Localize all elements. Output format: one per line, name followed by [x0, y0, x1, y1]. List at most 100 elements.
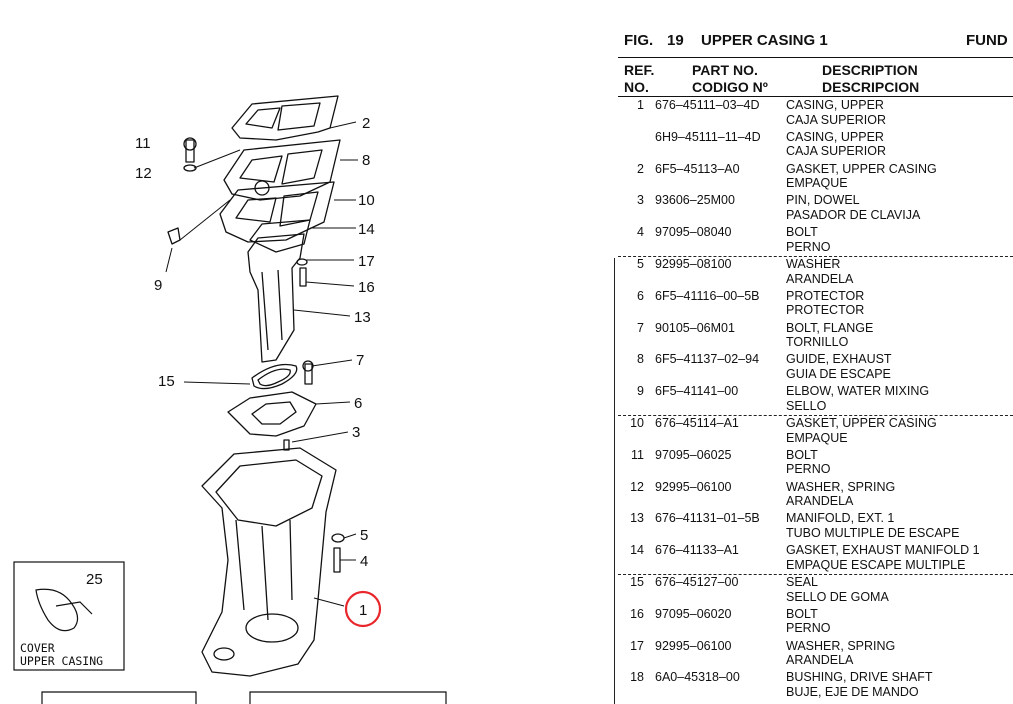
- ref-no: 3: [637, 193, 644, 208]
- callout-13: 13: [354, 309, 371, 326]
- description-en: BUSHING, DRIVE SHAFT: [786, 670, 933, 685]
- callout-15: 15: [158, 373, 175, 390]
- description-es: PERNO: [786, 239, 831, 254]
- ref-no: 4: [637, 225, 644, 240]
- description-es: GUIA DE ESCAPE: [786, 366, 891, 381]
- description-es: EMPAQUE: [786, 176, 848, 191]
- description-es: BUJE, EJE DE MANDO: [786, 684, 919, 699]
- description-en: SEAL: [786, 575, 818, 589]
- part-number: 676–41133–A1: [655, 543, 739, 558]
- figure-header: FIG. 19 UPPER CASING 1 FUND: [624, 32, 1013, 54]
- column-part-no: PART NO. CODIGO Nº: [692, 62, 768, 95]
- washer-12-part: [183, 164, 197, 172]
- inset-caption-line2: UPPER CASING: [20, 654, 103, 668]
- callout-8: 8: [362, 152, 370, 169]
- description-es: PERNO: [786, 462, 831, 477]
- description-es: PROTECTOR: [786, 303, 865, 318]
- part-number: 6F5–41137–02–94: [655, 352, 760, 367]
- ref-no: 5: [637, 257, 644, 271]
- description-en: WASHER, SPRING: [786, 638, 896, 653]
- group-separator: [618, 415, 1013, 416]
- callout-10: 10: [358, 192, 375, 209]
- description-es: PERNO: [786, 621, 831, 636]
- ref-no: 16: [630, 606, 644, 621]
- callout-1: 1: [359, 602, 367, 619]
- description-en: BOLT: [786, 447, 818, 462]
- part-number: 92995–06100: [655, 638, 732, 653]
- dowel-pin-3-part: [283, 439, 290, 451]
- ref-no: 10: [630, 416, 644, 430]
- part-number: 97095–08040: [655, 225, 732, 240]
- bottom-inset-box-right: [249, 691, 447, 704]
- washer-17-part: [296, 258, 308, 266]
- header-rule-top: [618, 57, 1013, 58]
- bolt-4-part: [333, 547, 341, 573]
- callout-17: 17: [358, 253, 375, 270]
- description-es: CAJA SUPERIOR: [786, 112, 887, 127]
- part-number: 676–41131–01–5B: [655, 511, 760, 526]
- ref-no: 17: [630, 638, 644, 653]
- ref-no: 6: [637, 288, 644, 303]
- part-number: 92995–06100: [655, 479, 732, 494]
- elbow-9-part: [167, 227, 181, 245]
- protector-part: [227, 391, 317, 437]
- ref-no: 11: [631, 447, 644, 462]
- inset-caption-line1: COVER: [20, 641, 55, 655]
- cover-upper-casing-inset: 25 COVER UPPER CASING: [13, 561, 125, 671]
- callout-7: 7: [356, 352, 364, 369]
- description-en: GASKET, UPPER CASING: [786, 161, 937, 176]
- description-en: GASKET, UPPER CASING: [786, 416, 937, 430]
- figure-number: 19: [667, 32, 684, 49]
- seal-part: [251, 363, 298, 390]
- group-separator: [618, 256, 1013, 257]
- description-es: ARANDELA: [786, 271, 854, 286]
- description-es: EMPAQUE: [786, 430, 848, 445]
- description-en: WASHER, SPRING: [786, 479, 896, 494]
- description-en: BOLT: [786, 606, 818, 621]
- part-number: 90105–06M01: [655, 320, 735, 335]
- bottom-inset-box-left: [41, 691, 197, 704]
- part-number: 97095–06025: [655, 447, 732, 462]
- bolt-16-part: [299, 267, 307, 287]
- column-ref: REF. NO.: [624, 62, 655, 95]
- bolt-7-part: [304, 363, 313, 385]
- description-en: GUIDE, EXHAUST: [786, 352, 892, 367]
- callout-6: 6: [354, 395, 362, 412]
- callout-5: 5: [360, 527, 368, 544]
- column-description: DESCRIPTION DESCRIPCION: [822, 62, 920, 95]
- description-en: PROTECTOR: [786, 288, 865, 303]
- description-en: ELBOW, WATER MIXING: [786, 384, 930, 399]
- callout-1-highlight-circle: [344, 590, 382, 628]
- description-en: BOLT: [786, 225, 818, 240]
- table-left-rule: [614, 258, 615, 704]
- description-en: GASKET, EXHAUST MANIFOLD 1: [786, 543, 980, 558]
- part-number: 93606–25M00: [655, 193, 735, 208]
- bolt-11-part: [185, 139, 195, 163]
- description-es: TUBO MULTIPLE DE ESCAPE: [786, 525, 960, 540]
- exhaust-manifold-part: [247, 233, 305, 363]
